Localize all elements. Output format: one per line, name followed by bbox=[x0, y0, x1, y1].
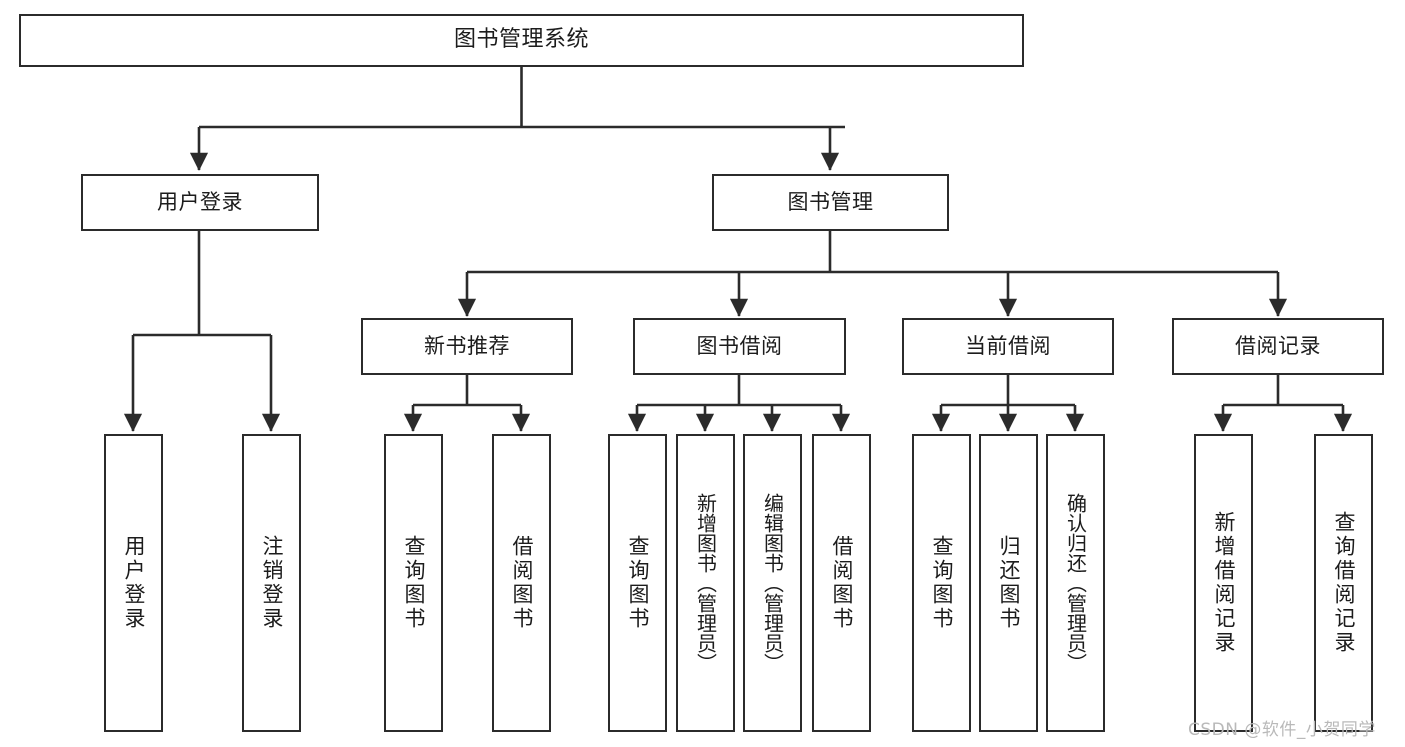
node-leaf-logout-login-label: 注销登录 bbox=[260, 535, 284, 631]
node-book-borrow[interactable]: 图书借阅 bbox=[633, 318, 846, 375]
node-leaf-confirm-return-label: 确认归还（管理员） bbox=[1063, 493, 1088, 673]
node-leaf-user-login[interactable]: 用户登录 bbox=[104, 434, 163, 732]
node-borrow-record[interactable]: 借阅记录 bbox=[1172, 318, 1384, 375]
node-leaf-return-book[interactable]: 归还图书 bbox=[979, 434, 1038, 732]
node-leaf-query-book-3-label: 查询图书 bbox=[930, 535, 954, 631]
node-book-management[interactable]: 图书管理 bbox=[712, 174, 949, 231]
node-leaf-add-book-label: 新增图书（管理员） bbox=[693, 493, 718, 673]
node-current-borrow-label: 当前借阅 bbox=[965, 333, 1051, 358]
node-leaf-edit-book-label: 编辑图书（管理员） bbox=[760, 493, 785, 673]
node-leaf-add-record[interactable]: 新增借阅记录 bbox=[1194, 434, 1253, 732]
node-new-book-recommend-label: 新书推荐 bbox=[424, 333, 510, 358]
node-user-login[interactable]: 用户登录 bbox=[81, 174, 319, 231]
node-leaf-borrow-book-1-label: 借阅图书 bbox=[510, 535, 534, 631]
node-leaf-borrow-book-2-label: 借阅图书 bbox=[830, 535, 854, 631]
node-borrow-record-label: 借阅记录 bbox=[1235, 333, 1321, 358]
node-user-login-label: 用户登录 bbox=[157, 189, 243, 214]
node-leaf-query-book-1-label: 查询图书 bbox=[402, 535, 426, 631]
node-leaf-query-book-1[interactable]: 查询图书 bbox=[384, 434, 443, 732]
node-leaf-return-book-label: 归还图书 bbox=[997, 535, 1021, 631]
node-leaf-query-book-3[interactable]: 查询图书 bbox=[912, 434, 971, 732]
node-leaf-user-login-label: 用户登录 bbox=[122, 535, 146, 631]
node-root-label: 图书管理系统 bbox=[453, 27, 589, 53]
node-new-book-recommend[interactable]: 新书推荐 bbox=[361, 318, 573, 375]
node-leaf-add-book[interactable]: 新增图书（管理员） bbox=[676, 434, 735, 732]
node-leaf-borrow-book-1[interactable]: 借阅图书 bbox=[492, 434, 551, 732]
node-leaf-edit-book[interactable]: 编辑图书（管理员） bbox=[743, 434, 802, 732]
node-leaf-add-record-label: 新增借阅记录 bbox=[1212, 511, 1236, 655]
node-leaf-confirm-return[interactable]: 确认归还（管理员） bbox=[1046, 434, 1105, 732]
node-leaf-logout-login[interactable]: 注销登录 bbox=[242, 434, 301, 732]
node-leaf-query-record-label: 查询借阅记录 bbox=[1332, 511, 1356, 655]
node-book-management-label: 图书管理 bbox=[787, 189, 874, 214]
node-root[interactable]: 图书管理系统 bbox=[19, 14, 1024, 67]
node-leaf-query-book-2-label: 查询图书 bbox=[626, 535, 650, 631]
node-leaf-query-record[interactable]: 查询借阅记录 bbox=[1314, 434, 1373, 732]
node-book-borrow-label: 图书借阅 bbox=[696, 333, 783, 358]
node-leaf-query-book-2[interactable]: 查询图书 bbox=[608, 434, 667, 732]
node-leaf-borrow-book-2[interactable]: 借阅图书 bbox=[812, 434, 871, 732]
node-current-borrow[interactable]: 当前借阅 bbox=[902, 318, 1114, 375]
